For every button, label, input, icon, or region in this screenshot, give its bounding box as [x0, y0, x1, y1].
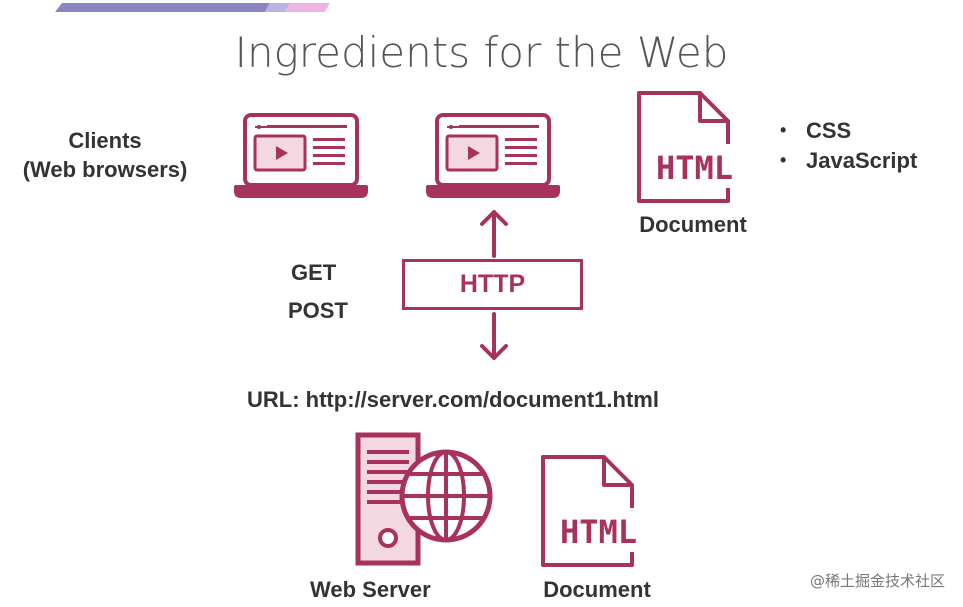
html-document-icon: HTML	[540, 454, 660, 573]
http-label: HTTP	[459, 270, 526, 298]
document-label-top: Document	[639, 212, 747, 237]
web-server-label: Web Server	[310, 577, 431, 602]
server-icon	[355, 432, 425, 573]
globe-icon	[398, 448, 494, 549]
document-label-bottom: Document	[543, 577, 651, 602]
html-text: HTML	[560, 513, 637, 551]
html-document-icon: HTML	[636, 90, 756, 209]
laptop-icon	[425, 112, 561, 203]
top-decoration	[0, 0, 963, 12]
bullet-item: •CSS	[780, 117, 852, 143]
http-box: HTTP	[402, 259, 583, 310]
up-arrow-icon	[478, 208, 510, 263]
bullet-item: •JavaScript	[780, 147, 918, 173]
clients-label: Clients (Web browsers)	[22, 128, 188, 182]
down-arrow-icon	[478, 312, 510, 367]
bullet-list: •CSS •JavaScript	[780, 115, 917, 175]
laptop-icon	[233, 112, 369, 203]
post-method: POST	[288, 298, 348, 323]
get-method: GET	[291, 260, 337, 285]
html-text: HTML	[656, 149, 733, 187]
slide-title: Ingredients for the Web	[234, 28, 729, 77]
url-text: URL: http://server.com/document1.html	[247, 387, 659, 412]
watermark: @稀土掘金技术社区	[809, 572, 945, 590]
